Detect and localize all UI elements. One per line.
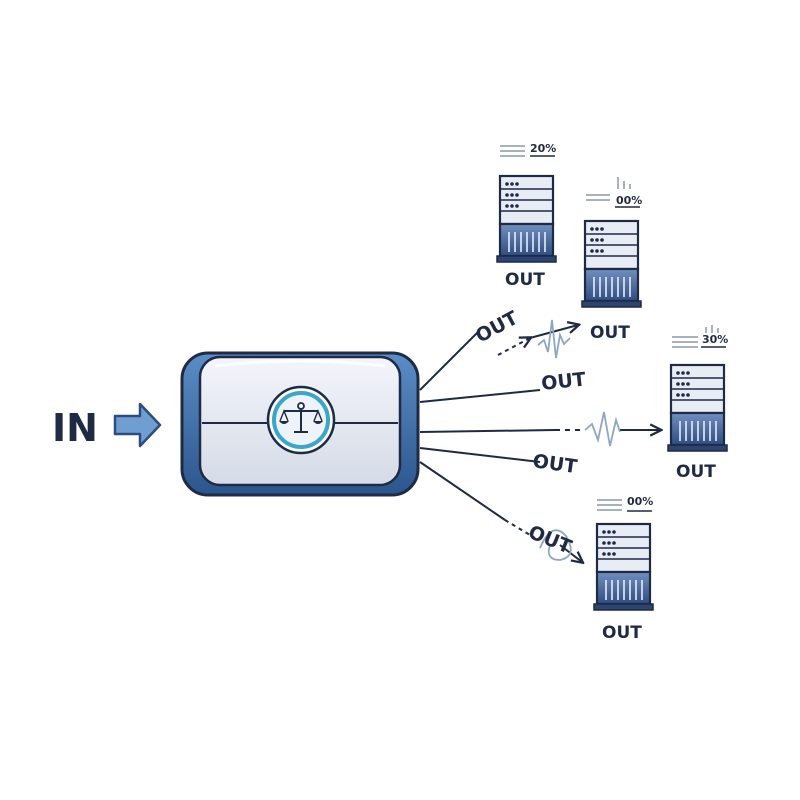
server-4-load: 00% xyxy=(627,495,653,508)
input-arrow-icon xyxy=(113,402,162,448)
load-meter-icon xyxy=(672,325,719,348)
server-1[interactable]: 20% OUT xyxy=(496,142,557,290)
server-3-label: OUT xyxy=(676,462,716,482)
output-connections xyxy=(419,325,660,562)
scale-balance-icon xyxy=(266,385,336,455)
server-4-label: OUT xyxy=(602,623,642,643)
server-4[interactable]: 00% OUT xyxy=(593,495,654,643)
path-label-2: OUT xyxy=(540,368,587,395)
load-meter-icon xyxy=(586,177,631,201)
server-3-load: 30% xyxy=(702,333,728,346)
server-1-load: 20% xyxy=(530,142,556,155)
load-meter-icon xyxy=(500,145,525,157)
load-balancer-device[interactable] xyxy=(180,351,420,497)
load-meter-icon xyxy=(597,499,622,511)
server-1-label: OUT xyxy=(505,270,545,290)
path-label-4: OUT xyxy=(525,521,575,558)
input-label: IN xyxy=(52,406,98,450)
path-label-1: OUT xyxy=(472,307,522,347)
server-2[interactable]: 00% OUT xyxy=(581,177,642,343)
server-3[interactable]: 30% OUT xyxy=(667,325,728,482)
signal-waves xyxy=(537,319,621,561)
path-label-3: OUT xyxy=(531,450,578,478)
server-2-load: 00% xyxy=(616,194,642,207)
server-2-label: OUT xyxy=(590,323,630,343)
